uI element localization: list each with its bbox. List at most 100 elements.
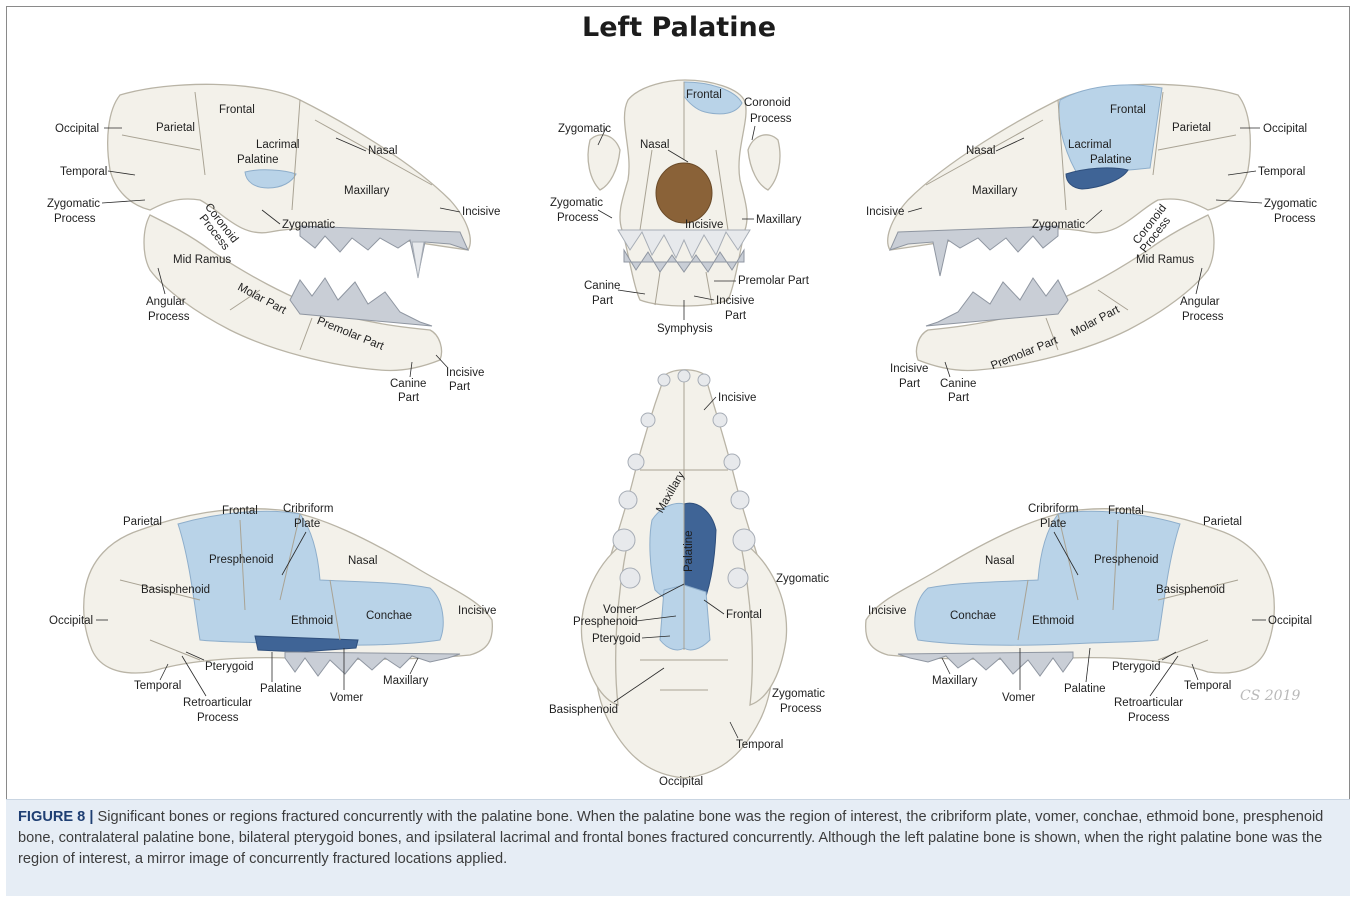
label-zygomatic-process-1: Zygomatic: [1264, 198, 1317, 210]
label-frontal: Frontal: [1110, 104, 1146, 116]
label-incisive-part-1: Incisive: [446, 367, 484, 379]
label-palatine: Palatine: [1090, 154, 1132, 166]
label-retro-1: Retroarticular: [183, 697, 252, 709]
label-mid-ramus: Mid Ramus: [1136, 254, 1194, 266]
label-occipital: Occipital: [1263, 123, 1307, 135]
figure-caption-box: FIGURE 8 | Significant bones or regions …: [6, 799, 1350, 896]
label-canine-part-2: Part: [948, 392, 970, 404]
label-incisive: Incisive: [462, 206, 500, 218]
label-temporal: Temporal: [1258, 166, 1305, 178]
label-zygomatic: Zygomatic: [776, 573, 829, 585]
label-ethmoid: Ethmoid: [291, 615, 333, 627]
label-nasal: Nasal: [348, 555, 377, 567]
left-sagittal-teeth: [285, 652, 460, 676]
label-retro-2: Process: [197, 712, 239, 724]
label-maxillary: Maxillary: [972, 185, 1018, 197]
label-mid-ramus: Mid Ramus: [173, 254, 231, 266]
label-incisive-part-2: Part: [899, 378, 921, 390]
label-conchae: Conchae: [366, 610, 412, 622]
right-sagittal-teeth: [898, 652, 1073, 676]
artist-signature: CS 2019: [1240, 688, 1300, 704]
label-angular-1: Angular: [146, 296, 186, 308]
label-angular-2: Process: [1182, 311, 1224, 323]
label-palatine: Palatine: [260, 683, 302, 695]
label-nasal: Nasal: [640, 139, 669, 151]
label-pterygoid: Pterygoid: [592, 633, 641, 645]
label-nasal: Nasal: [966, 145, 995, 157]
ventral-view: [581, 370, 786, 778]
label-zygomatic-process-2: Process: [54, 213, 96, 225]
label-parietal: Parietal: [123, 516, 162, 528]
label-zygomatic-process-1: Zygomatic: [550, 197, 603, 209]
right-lateral-upper-teeth: [890, 226, 1058, 276]
label-zygomatic-process-2: Process: [780, 703, 822, 715]
label-temporal: Temporal: [736, 739, 783, 751]
label-presphenoid: Presphenoid: [1094, 554, 1159, 566]
label-incisive-part-1: Incisive: [890, 363, 928, 375]
label-ethmoid: Ethmoid: [1032, 615, 1074, 627]
label-presphenoid: Presphenoid: [573, 616, 638, 628]
label-occipital: Occipital: [55, 123, 99, 135]
label-cribriform-2: Plate: [294, 518, 320, 530]
label-canine-part-1: Canine: [940, 378, 976, 390]
label-frontal: Frontal: [222, 505, 258, 517]
label-temporal: Temporal: [134, 680, 181, 692]
label-canine-part-2: Part: [398, 392, 420, 404]
skull-diagram: .bone { fill: #f3f1ea; stroke: #b9b4a6; …: [0, 0, 1358, 800]
label-zygomatic-process-2: Process: [557, 212, 599, 224]
label-occipital: Occipital: [659, 776, 703, 788]
label-zygomatic-process-2: Process: [1274, 213, 1316, 225]
label-incisive: Incisive: [458, 605, 496, 617]
label-premolar-part: Premolar Part: [738, 275, 810, 287]
label-incisive-part-2: Part: [449, 381, 471, 393]
label-incisive: Incisive: [718, 392, 756, 404]
label-incisive: Incisive: [868, 605, 906, 617]
label-canine-part-1: Canine: [390, 378, 426, 390]
label-frontal: Frontal: [1108, 505, 1144, 517]
label-vomer: Vomer: [1002, 692, 1035, 704]
label-palatine: Palatine: [1064, 683, 1106, 695]
left-lateral-upper-teeth: [300, 226, 468, 276]
label-presphenoid: Presphenoid: [209, 554, 274, 566]
label-zygomatic-process-1: Zygomatic: [772, 688, 825, 700]
label-incisive: Incisive: [685, 219, 723, 231]
label-palatine: Palatine: [237, 154, 279, 166]
label-maxillary: Maxillary: [932, 675, 978, 687]
label-occipital: Occipital: [1268, 615, 1312, 627]
label-conchae: Conchae: [950, 610, 996, 622]
label-frontal: Frontal: [219, 104, 255, 116]
label-cribriform-1: Cribriform: [283, 503, 333, 515]
label-basisphenoid: Basisphenoid: [141, 584, 210, 596]
frontal-zygomatic-arch-left: [588, 135, 620, 190]
label-canine-part-1: Canine: [584, 280, 620, 292]
label-nasal: Nasal: [368, 145, 397, 157]
label-temporal: Temporal: [1184, 680, 1231, 692]
label-retro-2: Process: [1128, 712, 1170, 724]
label-coronoid-2: Process: [750, 113, 792, 125]
frontal-zygomatic-arch-right: [748, 135, 780, 190]
label-symphysis: Symphysis: [657, 323, 713, 335]
label-parietal: Parietal: [156, 122, 195, 134]
ventral-pterygoid-highlight: [660, 585, 710, 650]
label-frontal: Frontal: [686, 89, 722, 101]
label-maxillary: Maxillary: [756, 214, 802, 226]
label-zygomatic: Zygomatic: [282, 219, 335, 231]
label-pterygoid: Pterygoid: [1112, 661, 1161, 673]
label-zygomatic-process-1: Zygomatic: [47, 198, 100, 210]
figure-caption-lead: FIGURE 8 |: [18, 809, 93, 825]
label-incisive: Incisive: [866, 206, 904, 218]
label-maxillary: Maxillary: [344, 185, 390, 197]
frontal-nasal-cavity: [656, 163, 712, 223]
label-coronoid-1: Coronoid: [744, 97, 791, 109]
left-lateral-canine: [412, 242, 424, 278]
right-sagittal-view: CS 2019: [866, 509, 1301, 704]
label-palatine: Palatine: [683, 530, 695, 572]
label-basisphenoid: Basisphenoid: [549, 704, 618, 716]
label-parietal: Parietal: [1203, 516, 1242, 528]
label-angular-2: Process: [148, 311, 190, 323]
label-parietal: Parietal: [1172, 122, 1211, 134]
label-canine-part-2: Part: [592, 295, 614, 307]
label-maxillary: Maxillary: [383, 675, 429, 687]
label-lacrimal: Lacrimal: [1068, 139, 1111, 151]
label-occipital: Occipital: [49, 615, 93, 627]
